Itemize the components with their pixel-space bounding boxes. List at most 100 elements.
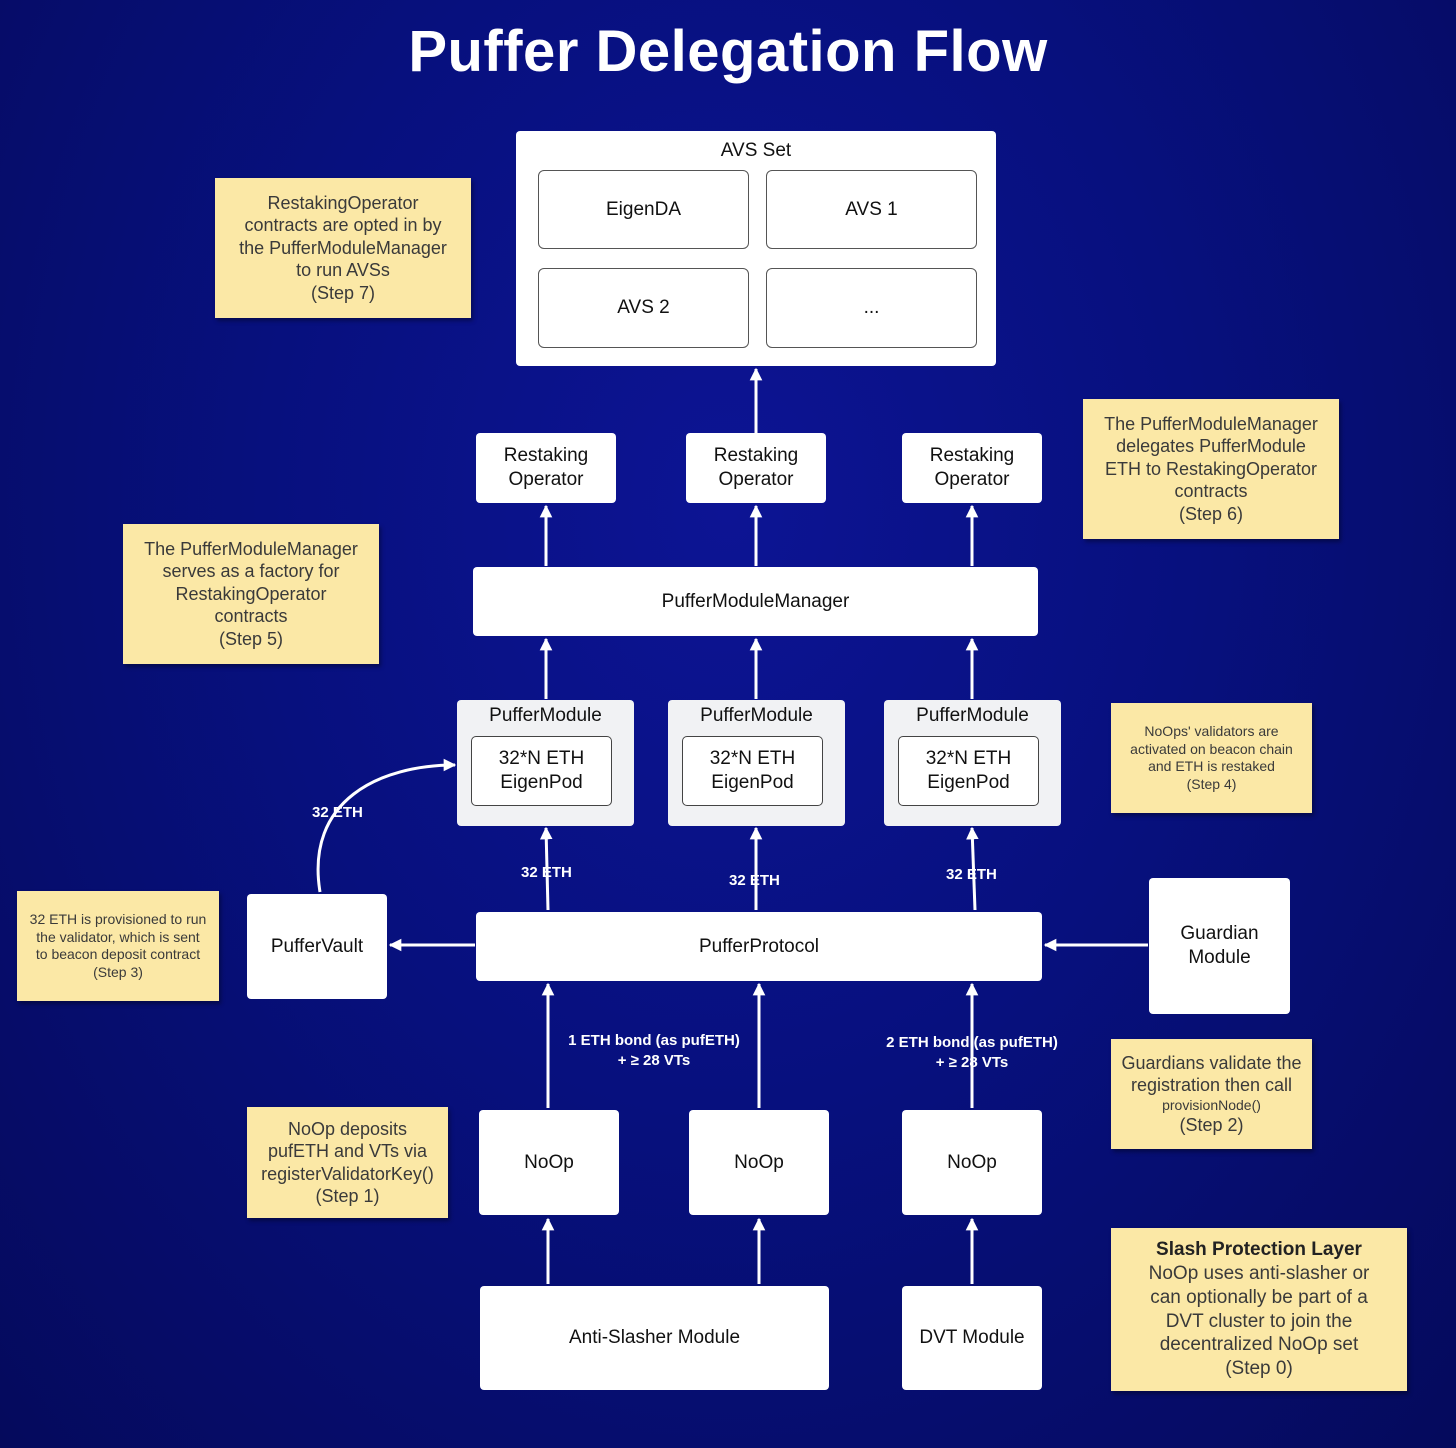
- note-line: the PufferModuleManager: [239, 237, 447, 258]
- note-line: can optionally be part of a: [1150, 1286, 1368, 1308]
- note-line: pufETH and VTs via: [267, 1141, 428, 1161]
- note-line: The PufferModuleManager: [144, 538, 358, 559]
- guardian-label-line1: Guardian: [1180, 923, 1259, 945]
- eigenpod-label: EigenPod: [500, 772, 583, 793]
- note-step-3: 32 ETH is provisioned to run the validat…: [17, 891, 219, 1001]
- note-line: provisionNode(): [1162, 1096, 1261, 1113]
- noop-1: NoOp: [479, 1110, 619, 1215]
- note-line: DVT cluster to join the: [1165, 1310, 1353, 1332]
- avs-more: ...: [766, 268, 977, 348]
- restaking-operator-2: Restaking Operator: [686, 433, 826, 503]
- avs-2: AVS 2: [538, 268, 749, 348]
- note-line: delegates PufferModule: [1116, 436, 1306, 457]
- puffer-module-manager: PufferModuleManager: [473, 567, 1038, 636]
- restaking-operator-label-line1: Restaking: [503, 445, 589, 467]
- label-bond-2-line1: 2 ETH bond (as pufETH): [886, 1034, 1058, 1051]
- anti-slasher-module: Anti-Slasher Module: [480, 1286, 829, 1390]
- note-line: Guardians validate the: [1121, 1052, 1302, 1073]
- puffer-module-2: PufferModule 32*N ETH EigenPod: [668, 700, 845, 826]
- restaking-operator-3: Restaking Operator: [902, 433, 1042, 503]
- diagram-title: Puffer Delegation Flow: [408, 19, 1048, 84]
- label-protocol-to-module-2: 32 ETH: [729, 872, 780, 889]
- note-line: to run AVSs: [296, 260, 390, 281]
- note-line: contracts: [1174, 481, 1248, 502]
- label-protocol-to-module-3: 32 ETH: [946, 866, 997, 883]
- label-bond-1-line1: 1 ETH bond (as pufETH): [568, 1032, 740, 1049]
- note-line: 32 ETH is provisioned to run: [29, 911, 207, 927]
- label-bond-1: 1 ETH bond (as pufETH) + ≥ 28 VTs: [558, 1031, 750, 1070]
- note-line: (Step 4): [1186, 775, 1237, 792]
- note-line: contracts: [214, 606, 288, 627]
- puffer-protocol: PufferProtocol: [476, 912, 1042, 981]
- guardian-module: Guardian Module: [1149, 878, 1290, 1014]
- eigenpod-label: EigenPod: [711, 772, 794, 793]
- note-line: registerValidatorKey(): [261, 1163, 434, 1184]
- eigenpod: 32*N ETH EigenPod: [471, 736, 612, 806]
- note-line: ETH to RestakingOperator: [1104, 458, 1318, 479]
- note-line: NoOp deposits: [287, 1118, 408, 1139]
- noop-3: NoOp: [902, 1110, 1042, 1215]
- eigenpod-label: EigenPod: [927, 772, 1010, 793]
- note-line: NoOp uses anti-slasher or: [1148, 1263, 1370, 1284]
- note-line: the validator, which is sent: [36, 928, 200, 945]
- note-line: registration then call: [1130, 1075, 1293, 1095]
- note-line: to beacon deposit contract: [35, 946, 201, 962]
- note-line: (Step 0): [1225, 1358, 1293, 1379]
- avs-eigenda: EigenDA: [538, 170, 749, 249]
- puffer-module-1: PufferModule 32*N ETH EigenPod: [457, 700, 634, 826]
- restaking-operator-1: Restaking Operator: [476, 433, 616, 503]
- note-line: RestakingOperator: [267, 192, 419, 213]
- note-line: NoOps' validators are: [1144, 723, 1279, 739]
- eigenpod-amount: 32*N ETH: [925, 748, 1012, 770]
- label-protocol-to-module-1: 32 ETH: [521, 864, 572, 881]
- note-line: (Step 2): [1179, 1115, 1244, 1135]
- restaking-operator-label-line1: Restaking: [929, 445, 1015, 467]
- label-bond-2: 2 ETH bond (as pufETH) + ≥ 28 VTs: [876, 1033, 1068, 1072]
- note-line: decentralized NoOp set: [1159, 1334, 1359, 1356]
- note-step-0: Slash Protection Layer NoOp uses anti-sl…: [1111, 1228, 1407, 1391]
- note-line: (Step 1): [315, 1186, 380, 1206]
- note-line: contracts are opted in by: [244, 215, 442, 236]
- note-step-7: RestakingOperator contracts are opted in…: [215, 178, 471, 318]
- note-line: (Step 6): [1178, 503, 1244, 524]
- note-line: and ETH is restaked: [1148, 758, 1275, 774]
- puffer-module-3: PufferModule 32*N ETH EigenPod: [884, 700, 1061, 826]
- restaking-operator-label-line2: Operator: [934, 469, 1010, 490]
- arrow-protocol-to-module-1: [539, 826, 553, 911]
- eigenpod: 32*N ETH EigenPod: [898, 736, 1039, 806]
- avs-set-title: AVS Set: [720, 140, 792, 161]
- note-step-5: The PufferModuleManager serves as a fact…: [123, 524, 379, 664]
- restaking-operator-label-line2: Operator: [718, 469, 794, 490]
- dvt-module: DVT Module: [902, 1286, 1042, 1390]
- avs-1: AVS 1: [766, 170, 977, 249]
- note-step-2: Guardians validate the registration then…: [1111, 1039, 1312, 1149]
- restaking-operator-label-line1: Restaking: [713, 445, 799, 467]
- note-step-4: NoOps' validators are activated on beaco…: [1111, 703, 1312, 813]
- note-line: (Step 5): [218, 628, 284, 649]
- note-line: The PufferModuleManager: [1104, 413, 1318, 434]
- puffer-module-title: PufferModule: [916, 705, 1029, 726]
- noop-2: NoOp: [689, 1110, 829, 1215]
- note-line: RestakingOperator: [175, 583, 327, 604]
- eigenpod-amount: 32*N ETH: [709, 748, 796, 770]
- guardian-label-line2: Module: [1188, 947, 1251, 968]
- note-title: Slash Protection Layer: [1156, 1239, 1362, 1261]
- puffer-vault: PufferVault: [247, 894, 387, 999]
- eigenpod: 32*N ETH EigenPod: [682, 736, 823, 806]
- note-line: (Step 3): [93, 963, 143, 980]
- label-vault-to-module: 32 ETH: [312, 804, 363, 821]
- note-line: (Step 7): [310, 282, 376, 303]
- restaking-operator-label-line2: Operator: [508, 469, 584, 490]
- arrow-protocol-to-module-3: [966, 826, 979, 911]
- note-line: activated on beacon chain: [1130, 740, 1293, 757]
- note-step-1: NoOp deposits pufETH and VTs via registe…: [247, 1107, 448, 1218]
- note-step-6: The PufferModuleManager delegates Puffer…: [1083, 399, 1339, 539]
- arrow-vault-to-module: [316, 758, 457, 893]
- puffer-module-title: PufferModule: [700, 705, 813, 726]
- eigenpod-amount: 32*N ETH: [498, 748, 585, 770]
- puffer-module-title: PufferModule: [489, 705, 602, 726]
- note-line: serves as a factory for: [162, 561, 340, 582]
- label-bond-1-line2: + ≥ 28 VTs: [617, 1051, 691, 1069]
- label-bond-2-line2: + ≥ 28 VTs: [935, 1053, 1009, 1071]
